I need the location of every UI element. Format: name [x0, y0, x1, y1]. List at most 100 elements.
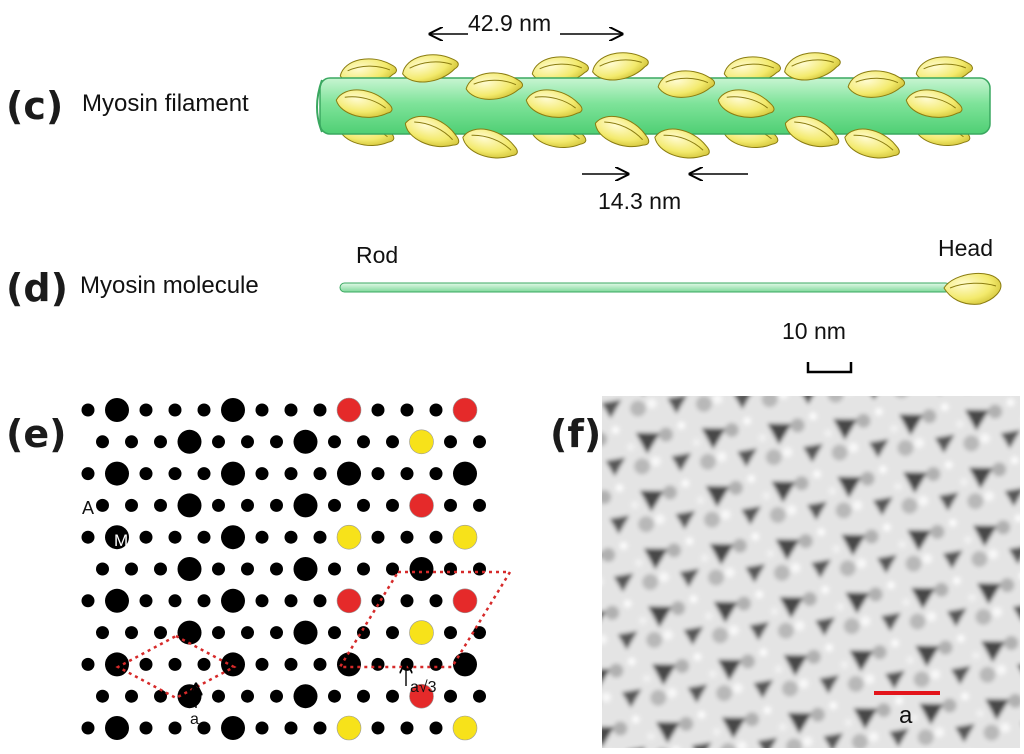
actin-dot — [197, 467, 211, 481]
actin-dot — [429, 530, 443, 544]
actin-dot — [197, 403, 211, 417]
actin-dot — [154, 562, 167, 576]
actin-dot — [139, 657, 153, 671]
myosin-rod — [339, 282, 951, 293]
actin-dot — [255, 467, 269, 481]
actin-dot — [386, 498, 399, 512]
myosin-dot — [293, 684, 318, 709]
actin-dot — [357, 689, 370, 703]
myosin-molecule-diagram — [339, 272, 1002, 305]
actin-dot — [241, 626, 254, 640]
actin-dot — [96, 562, 109, 576]
actin-dot — [371, 530, 385, 544]
actin-dot — [444, 689, 457, 703]
myosin-dot — [105, 588, 129, 613]
myosin-dot — [409, 429, 434, 455]
panel-letter-d: (d) — [6, 266, 68, 310]
actin-dot — [386, 626, 399, 640]
actin-dot — [139, 467, 153, 481]
myosin-dot — [336, 588, 362, 614]
myosin-dot — [221, 588, 245, 613]
actin-dot — [386, 562, 399, 576]
myosin-dot — [409, 493, 434, 518]
myosin-filament-label: Myosin filament — [82, 90, 249, 117]
actin-dot — [429, 721, 443, 735]
actin-dot — [81, 403, 95, 417]
actin-dot — [81, 530, 95, 544]
actin-dot — [328, 562, 341, 576]
myosin-dot — [293, 493, 318, 518]
actin-dot — [444, 435, 457, 449]
actin-dot — [371, 721, 385, 735]
actin-dot — [81, 467, 95, 481]
actin-dot — [473, 498, 486, 512]
actin-dot — [357, 562, 370, 576]
actin-dot — [255, 403, 269, 417]
actin-dot — [197, 530, 211, 544]
myosin-dot — [177, 620, 202, 645]
actin-dot — [328, 689, 341, 703]
actin-dot — [168, 721, 182, 735]
myosin-dot — [452, 715, 478, 741]
myosin-dot — [105, 525, 129, 550]
actin-dot — [313, 530, 327, 544]
actin-dot — [400, 403, 414, 417]
actin-dot — [96, 498, 109, 512]
actin-dot — [473, 562, 486, 576]
myosin-dot — [221, 652, 245, 677]
actin-dot — [328, 498, 341, 512]
head-label: Head — [938, 235, 993, 261]
actin-dot — [371, 594, 385, 608]
actin-dot — [357, 435, 370, 449]
myosin-dot — [453, 461, 477, 486]
actin-dot — [313, 467, 327, 481]
spacing-42-9-label: 42.9 nm — [468, 10, 552, 36]
actin-dot — [386, 689, 399, 703]
micrograph-scale-label: a — [899, 702, 913, 729]
actin-dot — [125, 498, 138, 512]
myosin-dot — [337, 461, 361, 486]
actin-dot — [139, 403, 153, 417]
myosin-dot — [293, 429, 318, 454]
myosin-dot — [336, 715, 362, 741]
actin-dot — [386, 435, 399, 449]
myosin-dot — [452, 397, 478, 423]
myosin-dot — [221, 461, 245, 486]
actin-dot — [313, 403, 327, 417]
actin-dot — [197, 721, 211, 735]
actin-dot — [429, 403, 443, 417]
actin-dot — [241, 498, 254, 512]
actin-dot — [255, 657, 269, 671]
myosin-label: M — [114, 531, 128, 550]
actin-dot — [371, 657, 385, 671]
actin-dot — [125, 626, 138, 640]
actin-dot — [357, 498, 370, 512]
actin-dot — [371, 403, 385, 417]
actin-dot — [328, 435, 341, 449]
actin-dot — [400, 530, 414, 544]
actin-dot — [241, 435, 254, 449]
actin-dot — [284, 721, 298, 735]
actin-dot — [212, 689, 225, 703]
actin-dot — [473, 435, 486, 449]
myosin-dot — [293, 620, 318, 645]
myosin-molecule-head — [943, 272, 1002, 305]
actin-dot — [255, 530, 269, 544]
lattice-a-sqrt3-label: a√3 — [410, 679, 437, 696]
filament-lattice — [81, 397, 486, 741]
actin-dot — [270, 435, 283, 449]
actin-dot — [96, 689, 109, 703]
myosin-dot — [177, 493, 202, 518]
actin-dot — [81, 657, 95, 671]
actin-dot — [270, 689, 283, 703]
myosin-dot — [105, 398, 129, 422]
actin-dot — [313, 721, 327, 735]
actin-dot — [154, 498, 167, 512]
actin-dot — [429, 467, 443, 481]
actin-dot — [284, 530, 298, 544]
actin-dot — [284, 403, 298, 417]
myosin-dot — [452, 524, 478, 550]
actin-dot — [313, 657, 327, 671]
actin-dot — [197, 657, 211, 671]
